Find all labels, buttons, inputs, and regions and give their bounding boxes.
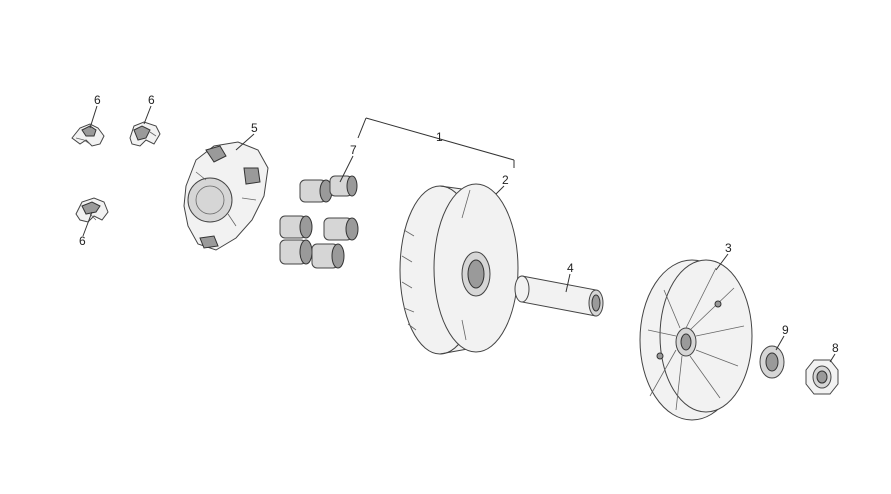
roller-weights-7: [279, 175, 359, 269]
callout-6-top-middle: 6: [148, 93, 155, 107]
callout-2: 2: [502, 173, 509, 187]
slider-piece-6a: [71, 123, 105, 147]
ramp-plate-5: [183, 141, 269, 251]
fan-plate-3: [639, 259, 753, 421]
callout-1: 1: [436, 130, 443, 144]
nut-8: [805, 359, 839, 395]
collar-bushing-4: [514, 275, 604, 317]
callout-6-top-left: 6: [94, 93, 101, 107]
callout-5: 5: [251, 121, 258, 135]
leader-lines: [82, 105, 836, 363]
callout-4: 4: [567, 261, 574, 275]
washer-9: [759, 345, 785, 379]
drive-face-2: [399, 183, 519, 355]
slider-piece-6c: [75, 197, 109, 223]
callout-9: 9: [782, 323, 789, 337]
slider-piece-6b: [129, 121, 161, 147]
callout-8: 8: [832, 341, 839, 355]
callout-6-lower: 6: [79, 234, 86, 248]
callout-3: 3: [725, 241, 732, 255]
callout-7: 7: [350, 143, 357, 157]
